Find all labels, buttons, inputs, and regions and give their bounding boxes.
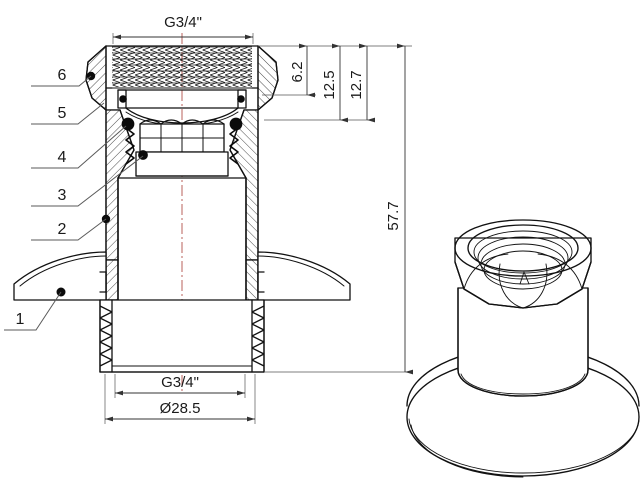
callout-leader-2 (31, 218, 107, 241)
seal-spring-right (229, 117, 243, 165)
callout-label-5: 5 (58, 105, 67, 122)
inner-sleeve-part4 (135, 119, 229, 177)
flange-wing-right-part1 (257, 251, 351, 301)
lower-external-thread (99, 299, 265, 373)
callout-leader-5 (31, 102, 105, 125)
isometric-view-group (406, 219, 640, 478)
callout-leader-4 (31, 125, 127, 169)
dim-label-bottom-thread: G3/4" (161, 374, 199, 391)
callout-leader-6 (31, 75, 92, 87)
callout-label-1: 1 (16, 311, 25, 328)
seal-left-top (119, 95, 127, 103)
seal-right-top (237, 95, 245, 103)
callout-label-6: 6 (58, 67, 67, 84)
o-ring-right-upper (229, 117, 243, 131)
dim-label-top-thread: G3/4" (164, 14, 202, 31)
callout-group: 6 5 4 3 2 1 (4, 67, 144, 331)
dim-label-6-2: 6.2 (289, 62, 306, 83)
hex-nut-body (85, 45, 279, 111)
dim-label-12-5: 12.5 (321, 70, 338, 99)
section-view-group (13, 33, 351, 392)
flange-wing-left-part1 (13, 251, 107, 301)
callout-label-2: 2 (58, 221, 67, 238)
callout-leader-3 (31, 155, 144, 207)
callout-leader-1 (4, 291, 62, 331)
dim-label-12-7: 12.7 (348, 70, 365, 99)
dim-label-57-7: 57.7 (385, 201, 402, 230)
callout-label-3: 3 (58, 187, 67, 204)
dim-label-flange-diameter: Ø28.5 (160, 400, 201, 417)
callout-label-4: 4 (58, 149, 67, 166)
internal-thread-profile (112, 47, 252, 87)
dimension-group: G3/4" 6.2 12.5 12.7 57.7 G3/4" Ø28.5 (104, 14, 414, 424)
